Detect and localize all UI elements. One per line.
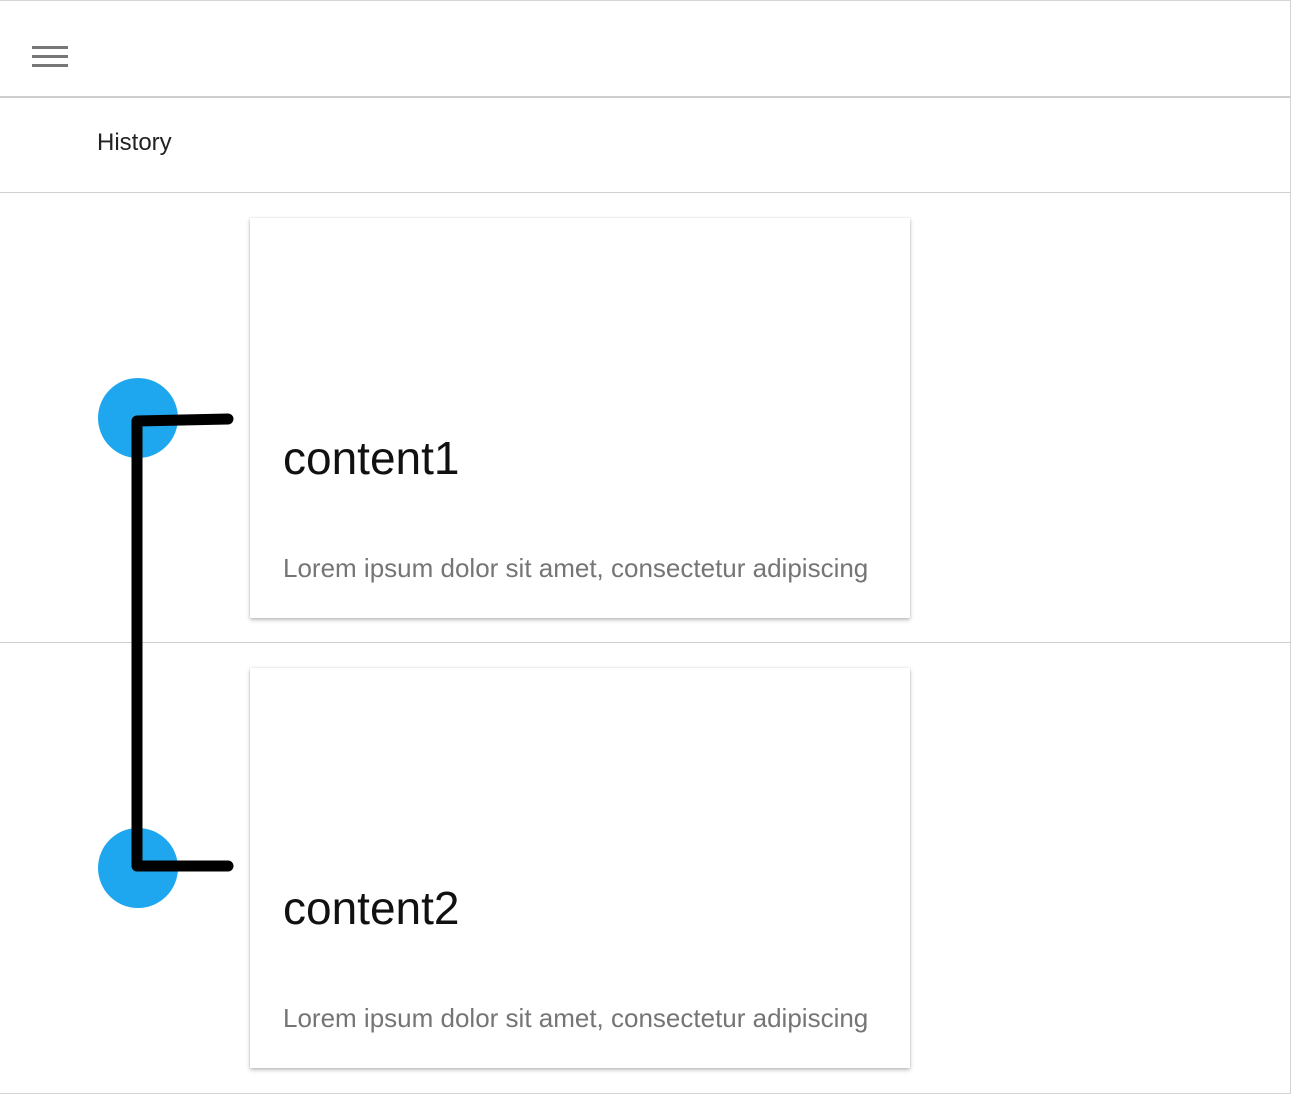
- menu-bar: [32, 64, 68, 67]
- card-text: Lorem ipsum dolor sit amet, consectetur …: [283, 553, 869, 583]
- card-text: Lorem ipsum dolor sit amet, consectetur …: [283, 1003, 869, 1033]
- timeline-card[interactable]: content2 Lorem ipsum dolor sit amet, con…: [250, 668, 910, 1068]
- section-header: [0, 98, 1291, 193]
- menu-bar: [32, 55, 68, 58]
- card-title: content1: [283, 432, 460, 484]
- hamburger-menu-icon[interactable]: [30, 45, 68, 71]
- card-title: content2: [283, 882, 460, 934]
- row-divider: [0, 642, 1291, 643]
- menu-bar: [32, 46, 68, 49]
- timeline-card[interactable]: content1 Lorem ipsum dolor sit amet, con…: [250, 218, 910, 618]
- page-title: History: [97, 129, 172, 156]
- top-toolbar: [0, 0, 1291, 98]
